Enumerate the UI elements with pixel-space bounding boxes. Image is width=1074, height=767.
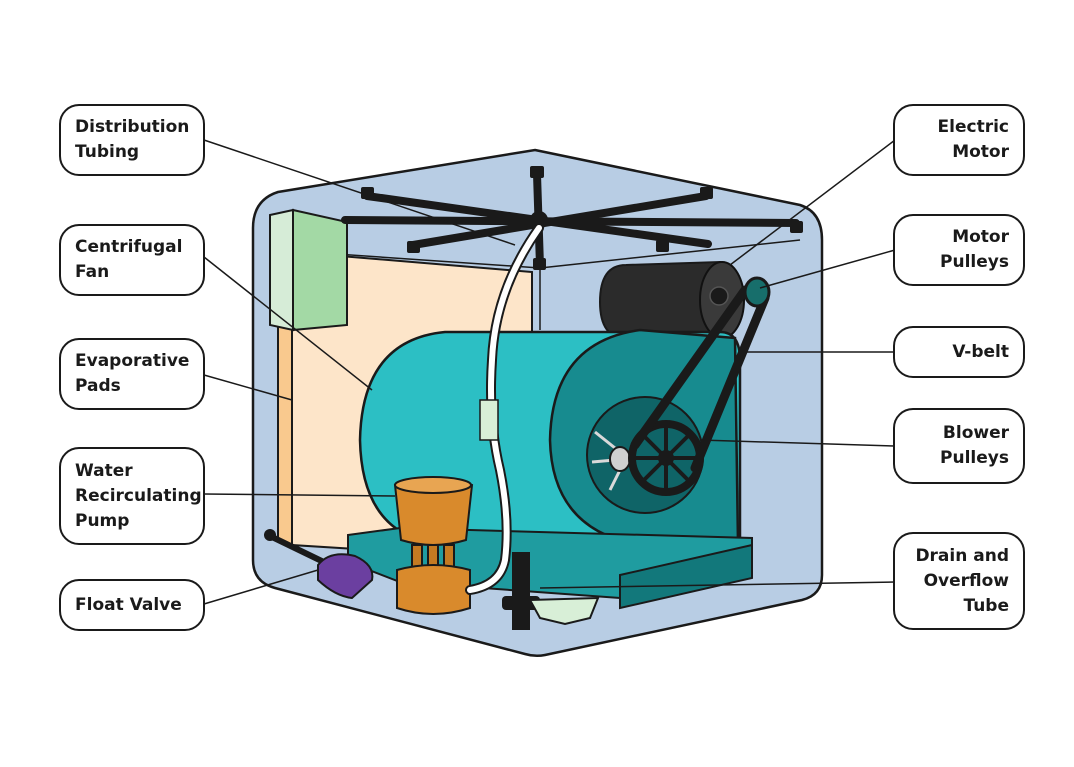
label-centrifugal-fan: Centrifugal Fan xyxy=(59,224,205,296)
label-v-belt: V-belt xyxy=(893,326,1025,378)
motor-pulley xyxy=(743,276,771,308)
label-line: Overflow xyxy=(923,570,1009,591)
label-distribution-tubing: Distribution Tubing xyxy=(59,104,205,176)
label-line: Tube xyxy=(963,595,1009,616)
supply-tubing-fill xyxy=(467,225,542,593)
label-line: Recirculating xyxy=(75,485,202,506)
label-line: V-belt xyxy=(952,341,1009,362)
label-motor-pulleys: Motor Pulleys xyxy=(893,214,1025,286)
label-line: Distribution xyxy=(75,117,190,137)
label-line: Pulleys xyxy=(940,448,1009,468)
tubing-joint xyxy=(479,399,499,441)
label-line: Pump xyxy=(75,510,130,531)
label-line: Pads xyxy=(75,376,121,396)
pump-cap xyxy=(394,476,472,494)
label-line: Electric xyxy=(937,117,1009,137)
pump-base xyxy=(396,564,471,615)
fan-base-front xyxy=(619,543,753,610)
label-line: Evaporative xyxy=(75,351,190,371)
drain-tube xyxy=(512,552,530,630)
electric-motor-shaft xyxy=(709,286,729,306)
float-valve-body xyxy=(317,553,374,600)
label-line: Fan xyxy=(75,262,110,282)
overflow-tray xyxy=(528,596,600,626)
label-electric-motor: Electric Motor xyxy=(893,104,1025,176)
label-line: Motor xyxy=(952,142,1009,162)
label-line: Blower xyxy=(942,423,1009,443)
label-line: Motor xyxy=(952,227,1009,247)
blower-pulley-hub xyxy=(658,450,674,466)
leader-lines xyxy=(203,139,896,605)
label-evaporative-pads: Evaporative Pads xyxy=(59,338,205,410)
label-blower-pulleys: Blower Pulleys xyxy=(893,408,1025,484)
label-float-valve: Float Valve xyxy=(59,579,205,631)
label-line: Water xyxy=(75,460,133,481)
label-line: Float Valve xyxy=(75,594,182,615)
centrifugal-fan-inlet xyxy=(586,396,704,514)
label-line: Pulleys xyxy=(940,252,1009,272)
label-line: Drain and xyxy=(915,545,1009,566)
label-line: Centrifugal xyxy=(75,237,183,257)
label-line: Tubing xyxy=(75,142,140,162)
label-water-recirculating-pump: Water Recirculating Pump xyxy=(59,447,205,545)
distributor-box xyxy=(292,208,348,332)
float-valve-pivot xyxy=(264,529,276,541)
label-drain-and-overflow-tube: Drain and Overflow Tube xyxy=(893,532,1025,630)
fan-hub xyxy=(609,446,631,472)
